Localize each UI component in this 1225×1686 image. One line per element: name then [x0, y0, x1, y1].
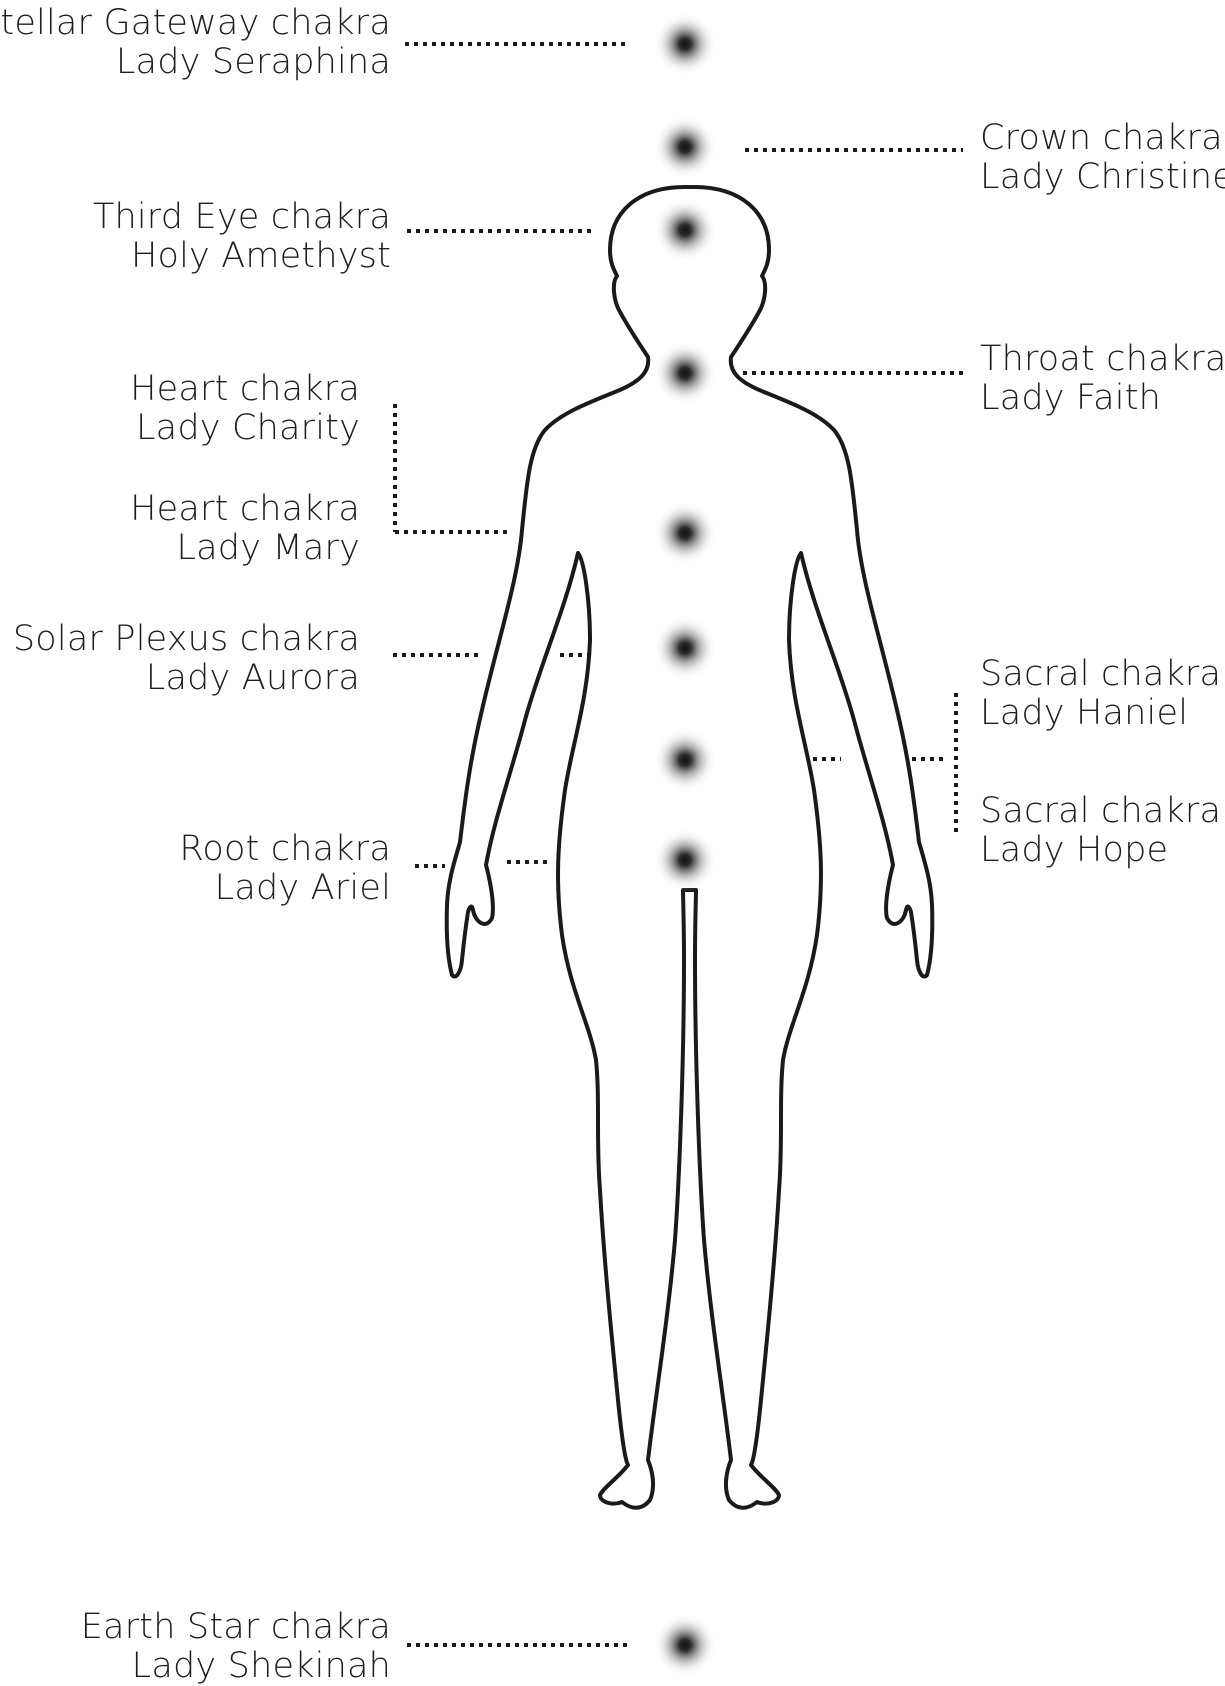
label-earth-star: Earth Star chakra Lady Shekinah	[81, 1608, 391, 1686]
chakra-earth-star	[653, 1613, 717, 1677]
label-heart-charity-chakra: Heart chakra	[130, 370, 360, 409]
label-root: Root chakra Lady Ariel	[179, 830, 391, 908]
label-stellar-gateway-chakra: Stellar Gateway chakra	[0, 4, 391, 43]
label-sacral-hope: Sacral chakra Lady Hope	[980, 792, 1221, 870]
label-crown-chakra: Crown chakra	[980, 119, 1225, 158]
chakra-crown	[653, 115, 717, 179]
label-sacral-haniel-chakra: Sacral chakra	[980, 655, 1221, 694]
label-heart-charity: Heart chakra Lady Charity	[130, 370, 360, 448]
chakra-solar-plexus	[653, 616, 717, 680]
label-third-eye-chakra: Third Eye chakra	[93, 198, 391, 237]
label-heart-mary-chakra: Heart chakra	[130, 490, 360, 529]
label-stellar-gateway: Stellar Gateway chakra Lady Seraphina	[0, 4, 391, 82]
label-solar-plexus-chakra: Solar Plexus chakra	[13, 620, 360, 659]
label-root-lady: Lady Ariel	[179, 869, 391, 908]
label-earth-star-chakra: Earth Star chakra	[81, 1608, 391, 1647]
label-sacral-hope-chakra: Sacral chakra	[980, 792, 1221, 831]
chakra-root	[653, 828, 717, 892]
chakra-stellar-gateway	[653, 12, 717, 76]
label-third-eye: Third Eye chakra Holy Amethyst	[93, 198, 391, 276]
label-throat: Throat chakra Lady Faith	[980, 340, 1225, 418]
label-solar-plexus-lady: Lady Aurora	[13, 659, 360, 698]
label-heart-mary: Heart chakra Lady Mary	[130, 490, 360, 568]
label-stellar-gateway-lady: Lady Seraphina	[0, 43, 391, 82]
label-solar-plexus: Solar Plexus chakra Lady Aurora	[13, 620, 360, 698]
label-crown: Crown chakra Lady Christine	[980, 119, 1225, 197]
chakra-throat	[653, 341, 717, 405]
label-sacral-haniel: Sacral chakra Lady Haniel	[980, 655, 1221, 733]
label-earth-star-lady: Lady Shekinah	[81, 1647, 391, 1686]
chakra-sacral	[653, 728, 717, 792]
chakra-third-eye	[653, 198, 717, 262]
chakra-heart	[653, 501, 717, 565]
label-throat-lady: Lady Faith	[980, 379, 1225, 418]
label-throat-chakra: Throat chakra	[980, 340, 1225, 379]
label-third-eye-lady: Holy Amethyst	[93, 237, 391, 276]
chakra-points	[653, 12, 717, 1677]
label-root-chakra: Root chakra	[179, 830, 391, 869]
label-sacral-haniel-lady: Lady Haniel	[980, 694, 1221, 733]
label-heart-mary-lady: Lady Mary	[130, 529, 360, 568]
label-sacral-hope-lady: Lady Hope	[980, 831, 1221, 870]
label-crown-lady: Lady Christine	[980, 158, 1225, 197]
label-heart-charity-lady: Lady Charity	[130, 409, 360, 448]
